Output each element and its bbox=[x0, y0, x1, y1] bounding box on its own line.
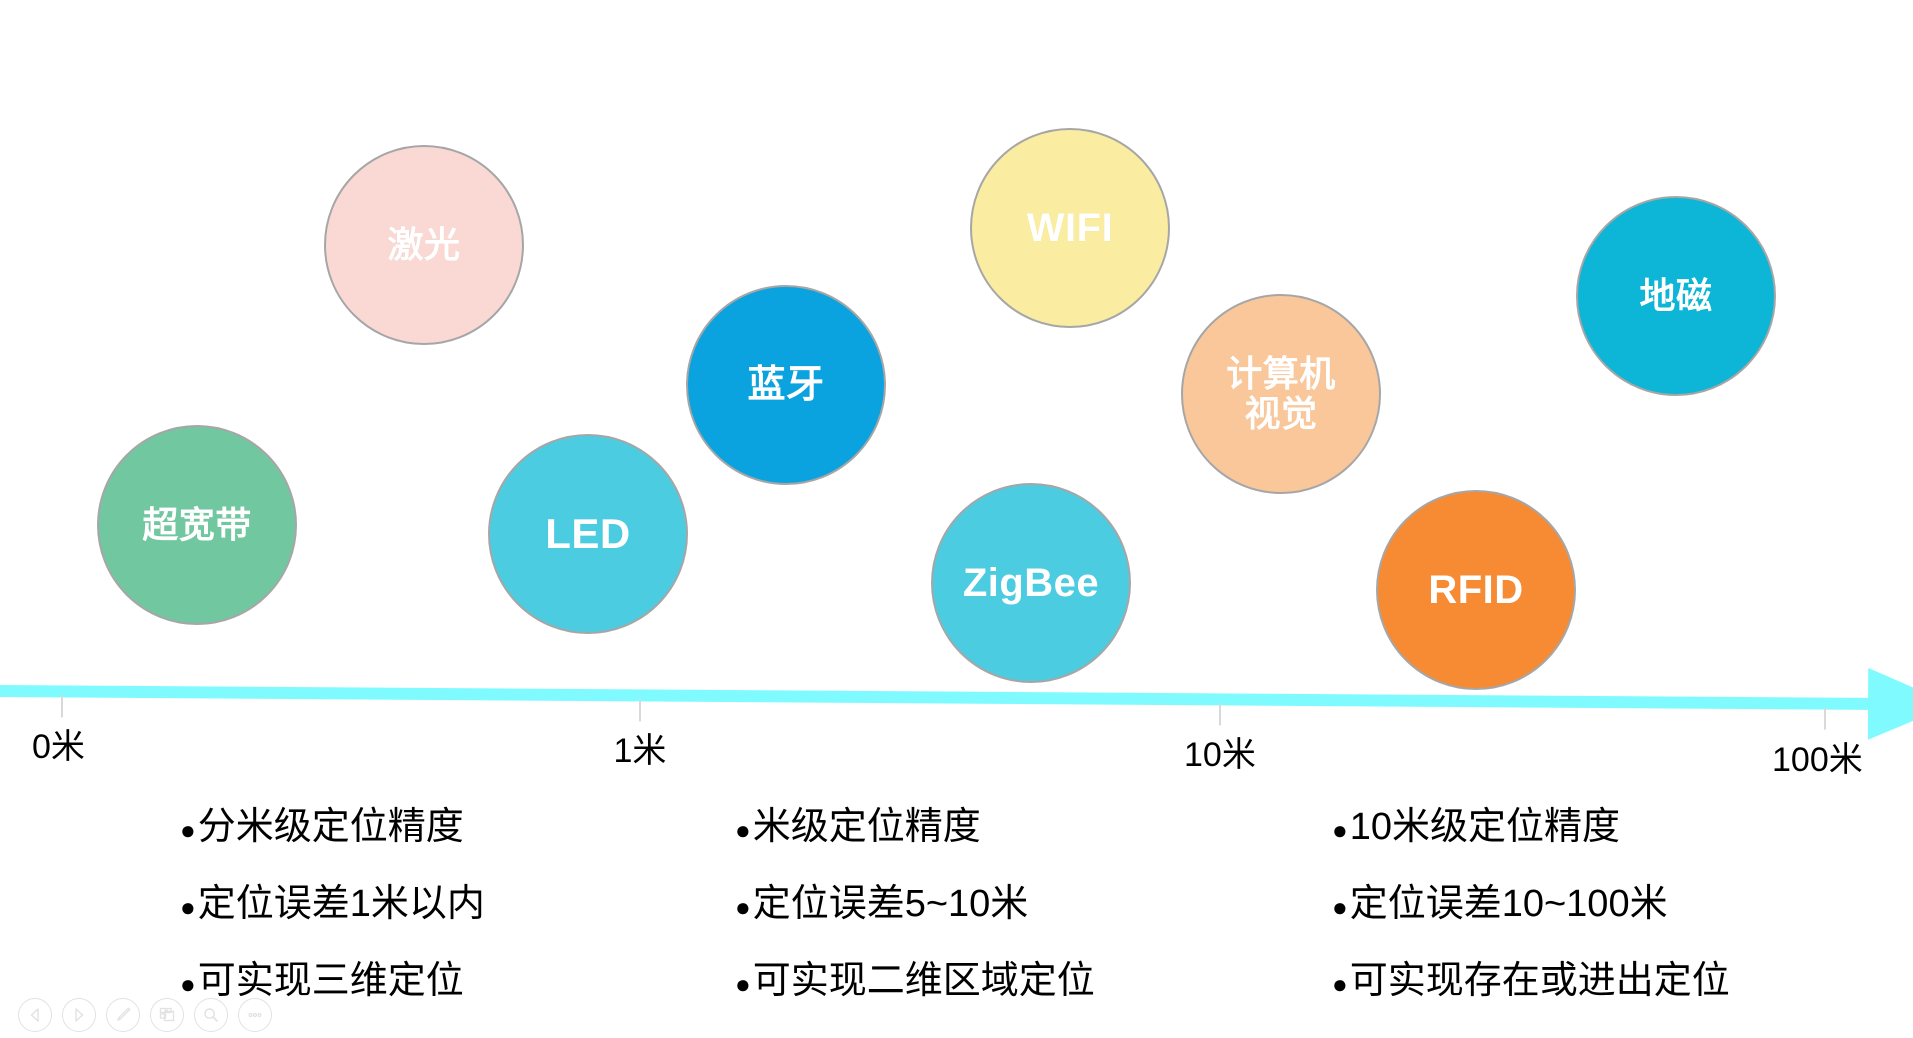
more-icon[interactable] bbox=[238, 998, 272, 1032]
bubble-5[interactable]: ZigBee bbox=[931, 483, 1131, 683]
axis-tick-label-3: 10米 bbox=[1184, 736, 1256, 775]
bubble-label: 超宽带 bbox=[142, 503, 252, 545]
bubble-6[interactable]: WIFI bbox=[970, 128, 1170, 328]
bubble-9[interactable]: 地磁 bbox=[1576, 196, 1776, 396]
bullet-dot-icon: ● bbox=[1332, 892, 1348, 922]
bubble-label: LED bbox=[545, 510, 631, 558]
play-icon[interactable] bbox=[62, 998, 96, 1032]
bubble-4[interactable]: 蓝牙 bbox=[686, 285, 886, 485]
bullet-item: ●定位误差5~10米 bbox=[735, 872, 1095, 927]
bubble-label: 蓝牙 bbox=[747, 363, 825, 406]
bullet-dot-icon: ● bbox=[180, 815, 196, 845]
bullet-dot-icon: ● bbox=[1332, 815, 1348, 845]
bullet-item: ●可实现二维区域定位 bbox=[735, 949, 1095, 1004]
bubble-label: 计算机 视觉 bbox=[1226, 352, 1336, 434]
bullet-item: ●可实现存在或进出定位 bbox=[1332, 949, 1730, 1004]
bubble-8[interactable]: RFID bbox=[1376, 490, 1576, 690]
axis-ticks bbox=[61, 695, 1826, 730]
bullet-item: ●定位误差10~100米 bbox=[1332, 872, 1730, 927]
bubble-2[interactable]: 激光 bbox=[324, 145, 524, 345]
axis-line-svg bbox=[0, 667, 1913, 740]
bubble-label: WIFI bbox=[1026, 205, 1114, 250]
bullet-dot-icon: ● bbox=[735, 969, 751, 999]
layout-icon[interactable] bbox=[150, 998, 184, 1032]
meter-column: ●米级定位精度●定位误差5~10米●可实现二维区域定位 bbox=[735, 795, 1095, 1026]
bullet-dot-icon: ● bbox=[735, 815, 751, 845]
axis-arrow-line bbox=[0, 667, 1913, 740]
bullet-dot-icon: ● bbox=[180, 892, 196, 922]
axis-tick-label-1: 0米 bbox=[32, 728, 85, 767]
bullet-text: 10米级定位精度 bbox=[1349, 806, 1620, 848]
bullet-text: 分米级定位精度 bbox=[197, 806, 464, 848]
ten-meter-column: ●10米级定位精度●定位误差10~100米●可实现存在或进出定位 bbox=[1332, 795, 1730, 1026]
bubble-label: 激光 bbox=[387, 223, 461, 265]
pen-icon[interactable] bbox=[106, 998, 140, 1032]
bullet-text: 可实现存在或进出定位 bbox=[1349, 960, 1730, 1002]
bullet-columns: ●分米级定位精度●定位误差1米以内●可实现三维定位●米级定位精度●定位误差5~1… bbox=[0, 795, 1913, 1002]
bullet-text: 定位误差1米以内 bbox=[197, 883, 485, 925]
bullet-text: 可实现三维定位 bbox=[197, 960, 464, 1002]
presentation-toolbar[interactable] bbox=[18, 998, 272, 1032]
timeline-axis: 0米 1米 10米 100米 bbox=[0, 660, 1913, 779]
bullet-text: 米级定位精度 bbox=[752, 806, 981, 848]
bubble-1[interactable]: 超宽带 bbox=[97, 425, 297, 625]
bullet-dot-icon: ● bbox=[180, 969, 196, 999]
bullet-item: ●可实现三维定位 bbox=[180, 949, 485, 1004]
axis-tick-label-4: 100米 bbox=[1772, 740, 1863, 779]
bubble-label: RFID bbox=[1428, 567, 1524, 612]
axis-tick-label-2: 1米 bbox=[613, 732, 667, 771]
bubble-label: 地磁 bbox=[1639, 274, 1713, 316]
bullet-item: ●10米级定位精度 bbox=[1332, 795, 1730, 850]
search-icon[interactable] bbox=[194, 998, 228, 1032]
decimeter-column: ●分米级定位精度●定位误差1米以内●可实现三维定位 bbox=[180, 795, 485, 1026]
bubble-3[interactable]: LED bbox=[488, 434, 688, 634]
bullet-text: 定位误差5~10米 bbox=[752, 883, 1029, 925]
bubble-label: ZigBee bbox=[962, 560, 1100, 605]
bullet-text: 定位误差10~100米 bbox=[1349, 883, 1668, 925]
bullet-item: ●定位误差1米以内 bbox=[180, 872, 485, 927]
bullet-item: ●分米级定位精度 bbox=[180, 795, 485, 850]
bubble-7[interactable]: 计算机 视觉 bbox=[1181, 294, 1381, 494]
bullet-dot-icon: ● bbox=[735, 892, 751, 922]
previous-icon[interactable] bbox=[18, 998, 52, 1032]
bullet-item: ●米级定位精度 bbox=[735, 795, 1095, 850]
bullet-dot-icon: ● bbox=[1332, 969, 1348, 999]
bullet-text: 可实现二维区域定位 bbox=[752, 960, 1095, 1002]
